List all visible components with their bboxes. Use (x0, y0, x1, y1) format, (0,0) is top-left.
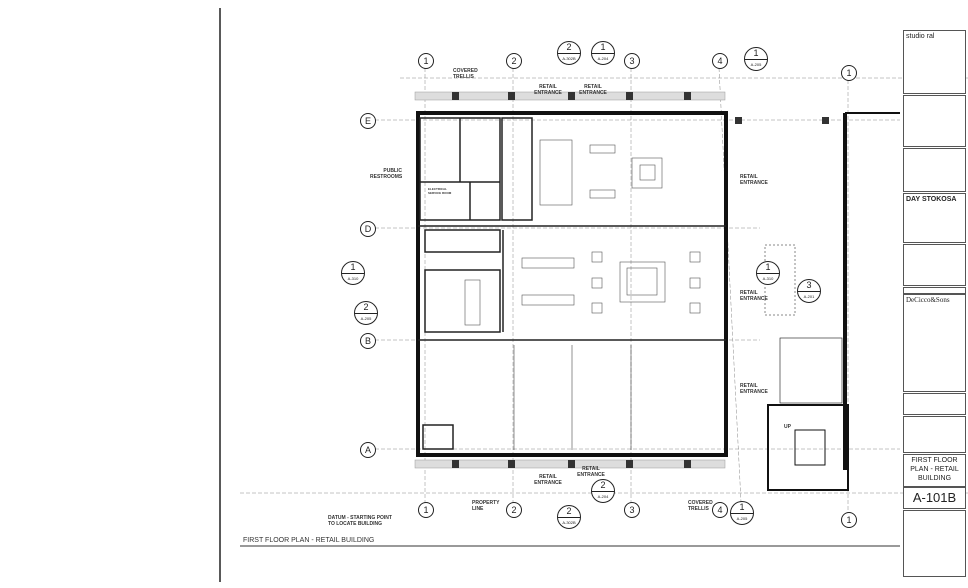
grid-bubble-1-bottom: 1 (418, 502, 434, 518)
retail-entrance-label: RETAIL ENTRANCE (740, 174, 768, 186)
sheet-number: A-101B (903, 487, 966, 509)
grid-bubble-3-bottom: 3 (624, 502, 640, 518)
datum-label: DATUM - STARTING POINT TO LOCATE BUILDIN… (328, 515, 392, 527)
firm-name: DeCicco&Sons (906, 296, 950, 304)
covered-trellis-label: COVERED TRELLIS (453, 68, 478, 80)
section-marker-number: 3 (798, 280, 820, 292)
title-block-notes (903, 393, 966, 415)
grid-bubble-1: 1 (418, 53, 434, 69)
title-block-consultant: DAY STOKOSA (903, 193, 966, 243)
firm-name: studio ral (906, 33, 935, 40)
retail-entrance-label: RETAIL ENTRANCE (534, 474, 562, 486)
section-marker-ref: A-310 (347, 276, 359, 281)
building-exterior-wall (416, 111, 728, 457)
grid-bubble-2: 2 (506, 53, 522, 69)
grid-bubble-A: A (360, 442, 376, 458)
sheet-title-block: FIRST FLOOR PLAN - RETAIL BUILDING (903, 454, 966, 487)
title-block-architect: studio ral (903, 30, 966, 94)
section-marker-ref: A-204 (597, 494, 609, 499)
drawing-title: FIRST FLOOR PLAN - RETAIL BUILDING (243, 537, 375, 544)
grid-lines (240, 67, 968, 512)
section-marker-number: 2 (558, 506, 580, 518)
section-marker-number: 1 (745, 48, 767, 60)
fixtures (464, 139, 701, 326)
section-marker-ref: A-205 (360, 316, 372, 321)
covered-trellis-label: COVERED TRELLIS (688, 500, 713, 512)
grid-bubble-4: 4 (712, 53, 728, 69)
grid-bubble-B: B (360, 333, 376, 349)
retail-entrance-label: RETAIL ENTRANCE (534, 84, 562, 96)
grid-bubble-4-bottom: 4 (712, 502, 728, 518)
stair-up-label: UP (784, 424, 791, 430)
adjacent-building (764, 112, 900, 491)
title-block-revisions: DeCicco&Sons (903, 294, 966, 392)
section-marker-ref: A-302B (562, 56, 576, 61)
grid-bubble-3: 3 (624, 53, 640, 69)
section-marker-ref: A-302B (562, 520, 576, 525)
title-block-consultant (903, 148, 966, 192)
covered-trellis (414, 91, 726, 469)
grid-bubble-1-east: 1 (841, 65, 857, 81)
section-marker-ref: A-201 (803, 294, 815, 299)
electrical-room-label: ELECTRICAL SERVICE ROOM (428, 187, 452, 195)
title-block-consultant (903, 244, 966, 286)
title-block-consultant (903, 95, 966, 147)
firm-name: DAY STOKOSA (906, 196, 957, 203)
section-marker-ref: A-205 (736, 516, 748, 521)
section-marker-ref: A-205 (750, 62, 762, 67)
key-plan (903, 416, 966, 453)
grid-bubble-1-east-bottom: 1 (841, 512, 857, 528)
retail-entrance-label: RETAIL ENTRANCE (740, 383, 768, 395)
section-marker-number: 2 (355, 302, 377, 314)
section-marker-number: 1 (731, 502, 753, 514)
grid-bubble-D: D (360, 221, 376, 237)
interior-walls (418, 117, 726, 450)
retail-entrance-label: RETAIL ENTRANCE (740, 290, 768, 302)
title-block-consultant (903, 287, 966, 294)
section-marker-number: 2 (558, 42, 580, 54)
retail-entrance-label: RETAIL ENTRANCE (579, 84, 607, 96)
section-marker-number: 1 (342, 262, 364, 274)
section-marker-ref: A-204 (597, 56, 609, 61)
section-marker-number: 1 (757, 262, 779, 274)
property-line-label: PROPERTY LINE (472, 500, 500, 512)
section-marker-ref: A-310 (762, 276, 774, 281)
section-marker-number: 1 (592, 42, 614, 54)
retail-entrance-label: RETAIL ENTRANCE (577, 466, 605, 478)
grid-bubble-E: E (360, 113, 376, 129)
public-restrooms-label: PUBLIC RESTROOMS (370, 168, 403, 180)
section-marker-number: 2 (592, 480, 614, 492)
grid-bubble-2-bottom: 2 (506, 502, 522, 518)
title-block-stamp (903, 510, 966, 577)
trellis-columns (452, 92, 829, 468)
